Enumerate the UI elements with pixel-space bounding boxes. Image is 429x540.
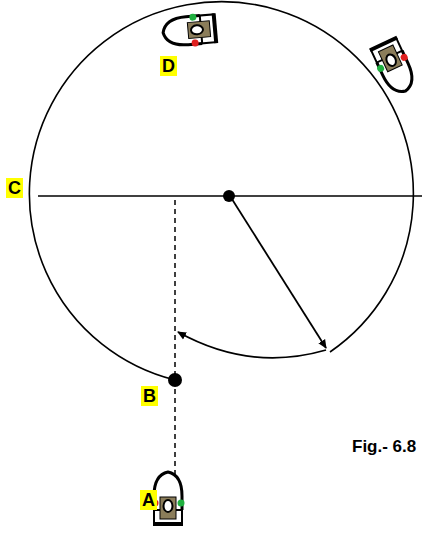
point-label: A — [140, 490, 157, 510]
point-label: C — [6, 178, 23, 198]
point-label: B — [141, 386, 158, 406]
figure-caption: Fig.- 6.8 — [352, 437, 416, 457]
point-label: D — [160, 56, 177, 76]
